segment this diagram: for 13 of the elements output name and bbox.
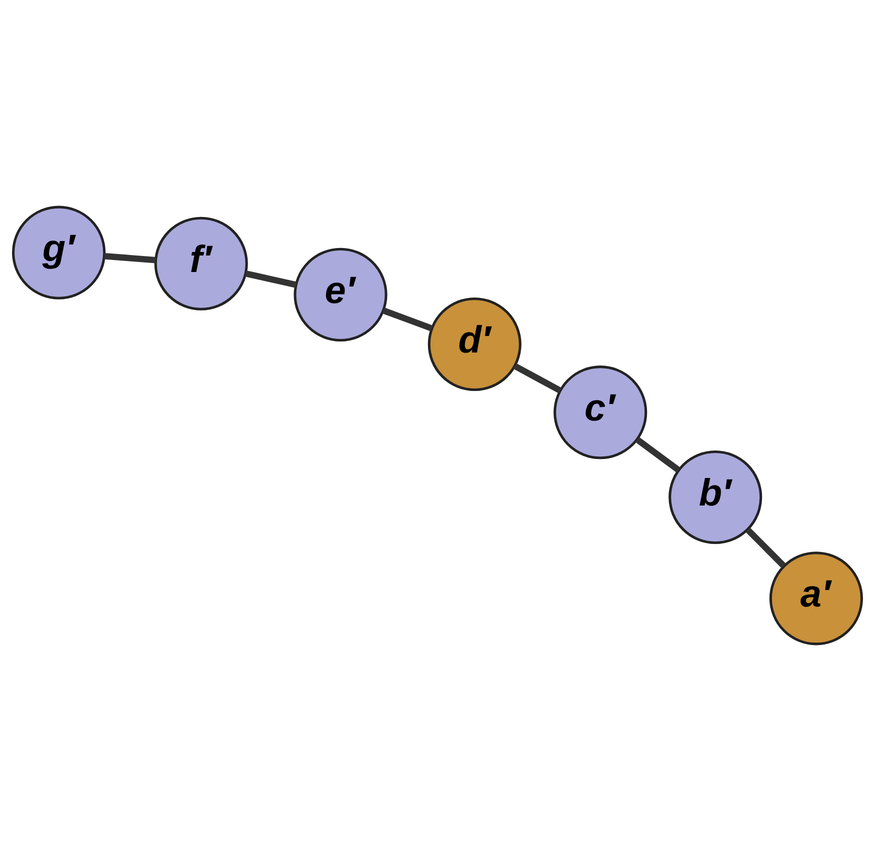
node-circle: g′ <box>12 205 106 299</box>
node-circle: a′ <box>769 551 863 645</box>
connector <box>244 270 297 288</box>
node-circle: f′ <box>154 216 248 310</box>
connector <box>104 252 156 263</box>
connector <box>746 527 786 568</box>
node-circle: d′ <box>428 296 522 391</box>
connector <box>382 307 433 331</box>
node-circle: e′ <box>294 247 388 341</box>
node-circle: b′ <box>668 450 762 544</box>
connector <box>635 436 681 472</box>
connector <box>513 362 562 393</box>
node-circle: c′ <box>554 365 648 459</box>
